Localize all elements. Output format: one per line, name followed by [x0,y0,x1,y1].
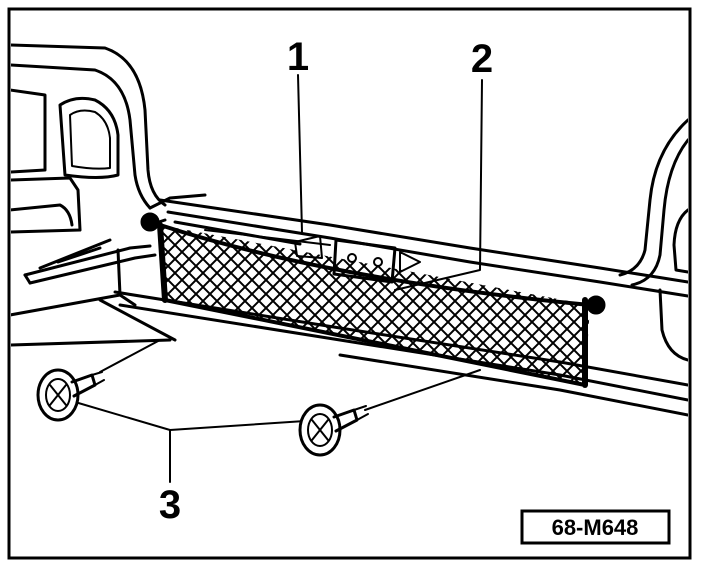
callout-2: 2 [471,37,493,81]
net-mount-left [140,212,160,232]
net-mount-right [586,295,606,315]
figure-reference-box: 68-M648 [520,509,671,545]
rivet-fastener-right [298,403,369,457]
wheel-arch [11,43,167,234]
leader-lines [74,74,483,483]
callout-1: 1 [287,35,309,79]
luggage-net [140,212,606,388]
callout-3: 3 [159,483,181,527]
figure-reference: 68-M648 [552,515,639,540]
rivet-fastener-left [36,368,105,422]
right-pillar [618,118,688,362]
